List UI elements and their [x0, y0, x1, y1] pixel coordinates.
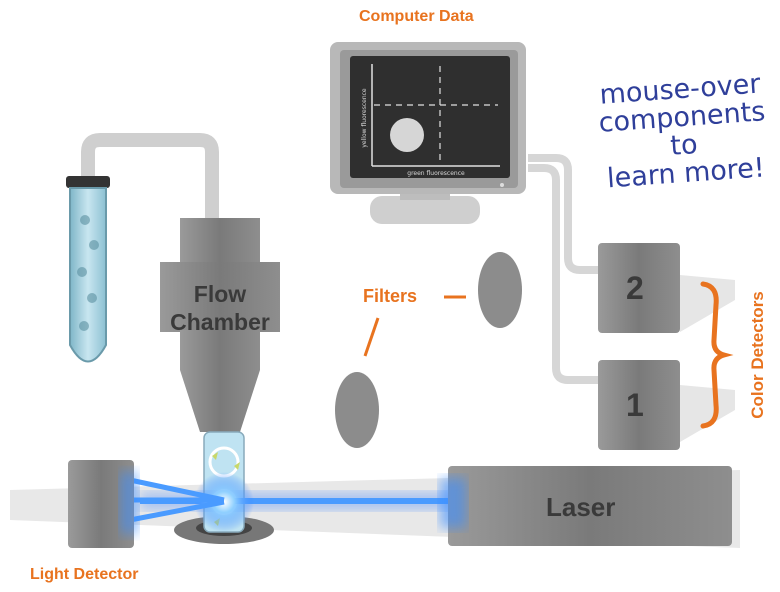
detector-2-number: 2	[626, 270, 644, 306]
sample-tubing	[81, 133, 219, 227]
color-detector-1[interactable]	[598, 360, 735, 450]
computer-data-label: Computer Data	[359, 8, 474, 25]
laser[interactable]	[440, 466, 732, 546]
color-detectors-label: Color Detectors	[748, 291, 767, 419]
flow-chamber-label: Flow Chamber	[170, 281, 270, 335]
cable-detector-2	[528, 154, 600, 274]
color-detector-2[interactable]	[598, 243, 735, 333]
screen-ylabel: yellow fluorescence	[361, 88, 368, 148]
cable-detector-1	[528, 164, 600, 384]
screen-xlabel: green fluorescence	[407, 170, 465, 177]
filters-label: Filters	[363, 286, 418, 306]
mouse-over-hint: mouse-over components to learn more!	[584, 69, 780, 195]
filter-2[interactable]	[478, 252, 522, 328]
laser-label: Laser	[546, 492, 616, 522]
sample-test-tube[interactable]	[66, 176, 110, 363]
light-detector-label: Light Detector	[30, 566, 139, 583]
detector-1-number: 1	[626, 387, 644, 423]
computer-monitor[interactable]	[330, 42, 526, 224]
color-detectors-brace	[700, 281, 734, 429]
laser-beam	[129, 472, 480, 532]
light-detector[interactable]	[68, 460, 138, 548]
filters-pointer-b	[363, 317, 380, 357]
filter-1[interactable]	[335, 372, 379, 448]
